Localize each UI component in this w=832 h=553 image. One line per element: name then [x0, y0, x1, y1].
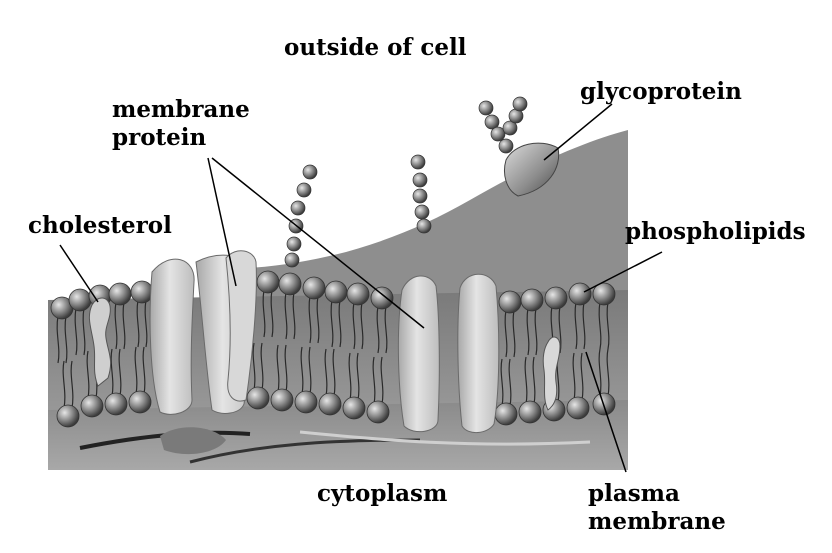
carbohydrate-bead — [411, 155, 425, 169]
phospholipid-head — [343, 397, 365, 419]
label-plasma-membrane: plasma membrane — [588, 480, 726, 536]
phospholipid-head — [109, 283, 131, 305]
carbohydrate-bead — [297, 183, 311, 197]
phospholipid-head — [347, 283, 369, 305]
carbohydrate-bead — [285, 253, 299, 267]
label-phospholipids: phospholipids — [625, 218, 806, 246]
label-cholesterol: cholesterol — [28, 212, 172, 240]
phospholipid-head — [129, 391, 151, 413]
carbohydrate-bead — [513, 97, 527, 111]
carbohydrate-bead — [287, 237, 301, 251]
carbohydrate-bead — [479, 101, 493, 115]
carbohydrate-bead — [413, 173, 427, 187]
outer-membrane-surface — [250, 130, 628, 300]
phospholipid-head — [319, 393, 341, 415]
carbohydrate-bead — [499, 139, 513, 153]
phospholipid-head — [371, 287, 393, 309]
label-outside-of-cell: outside of cell — [284, 34, 466, 62]
label-glycoprotein: glycoprotein — [580, 78, 742, 106]
label-membrane-protein-line2: protein — [112, 124, 250, 152]
label-membrane-protein-line1: membrane — [112, 96, 250, 124]
phospholipid-head — [295, 391, 317, 413]
label-cytoplasm: cytoplasm — [317, 480, 447, 508]
phospholipid-head — [57, 405, 79, 427]
phospholipid-head — [81, 395, 103, 417]
carbohydrate-bead — [415, 205, 429, 219]
carbohydrate-bead — [291, 201, 305, 215]
phospholipid-head — [271, 389, 293, 411]
phospholipid-head — [131, 281, 153, 303]
label-plasma-membrane-line2: membrane — [588, 508, 726, 536]
phospholipid-head — [367, 401, 389, 423]
membrane-protein — [150, 259, 194, 414]
carbohydrate-bead — [413, 189, 427, 203]
phospholipid-head — [69, 289, 91, 311]
phospholipid-head — [545, 287, 567, 309]
carbohydrate-bead — [303, 165, 317, 179]
phospholipid-head — [303, 277, 325, 299]
phospholipid-head — [279, 273, 301, 295]
phospholipid-head — [567, 397, 589, 419]
phospholipid-head — [569, 283, 591, 305]
membrane-protein — [398, 276, 439, 432]
phospholipid-head — [499, 291, 521, 313]
phospholipid-head — [247, 387, 269, 409]
carbohydrate-bead — [417, 219, 431, 233]
phospholipid-head — [257, 271, 279, 293]
label-plasma-membrane-line1: plasma — [588, 480, 726, 508]
phospholipid-head — [519, 401, 541, 423]
phospholipid-head — [495, 403, 517, 425]
phospholipid-head — [521, 289, 543, 311]
label-membrane-protein: membrane protein — [112, 96, 250, 152]
phospholipid-head — [325, 281, 347, 303]
phospholipid-head — [105, 393, 127, 415]
membrane-protein — [458, 274, 499, 432]
